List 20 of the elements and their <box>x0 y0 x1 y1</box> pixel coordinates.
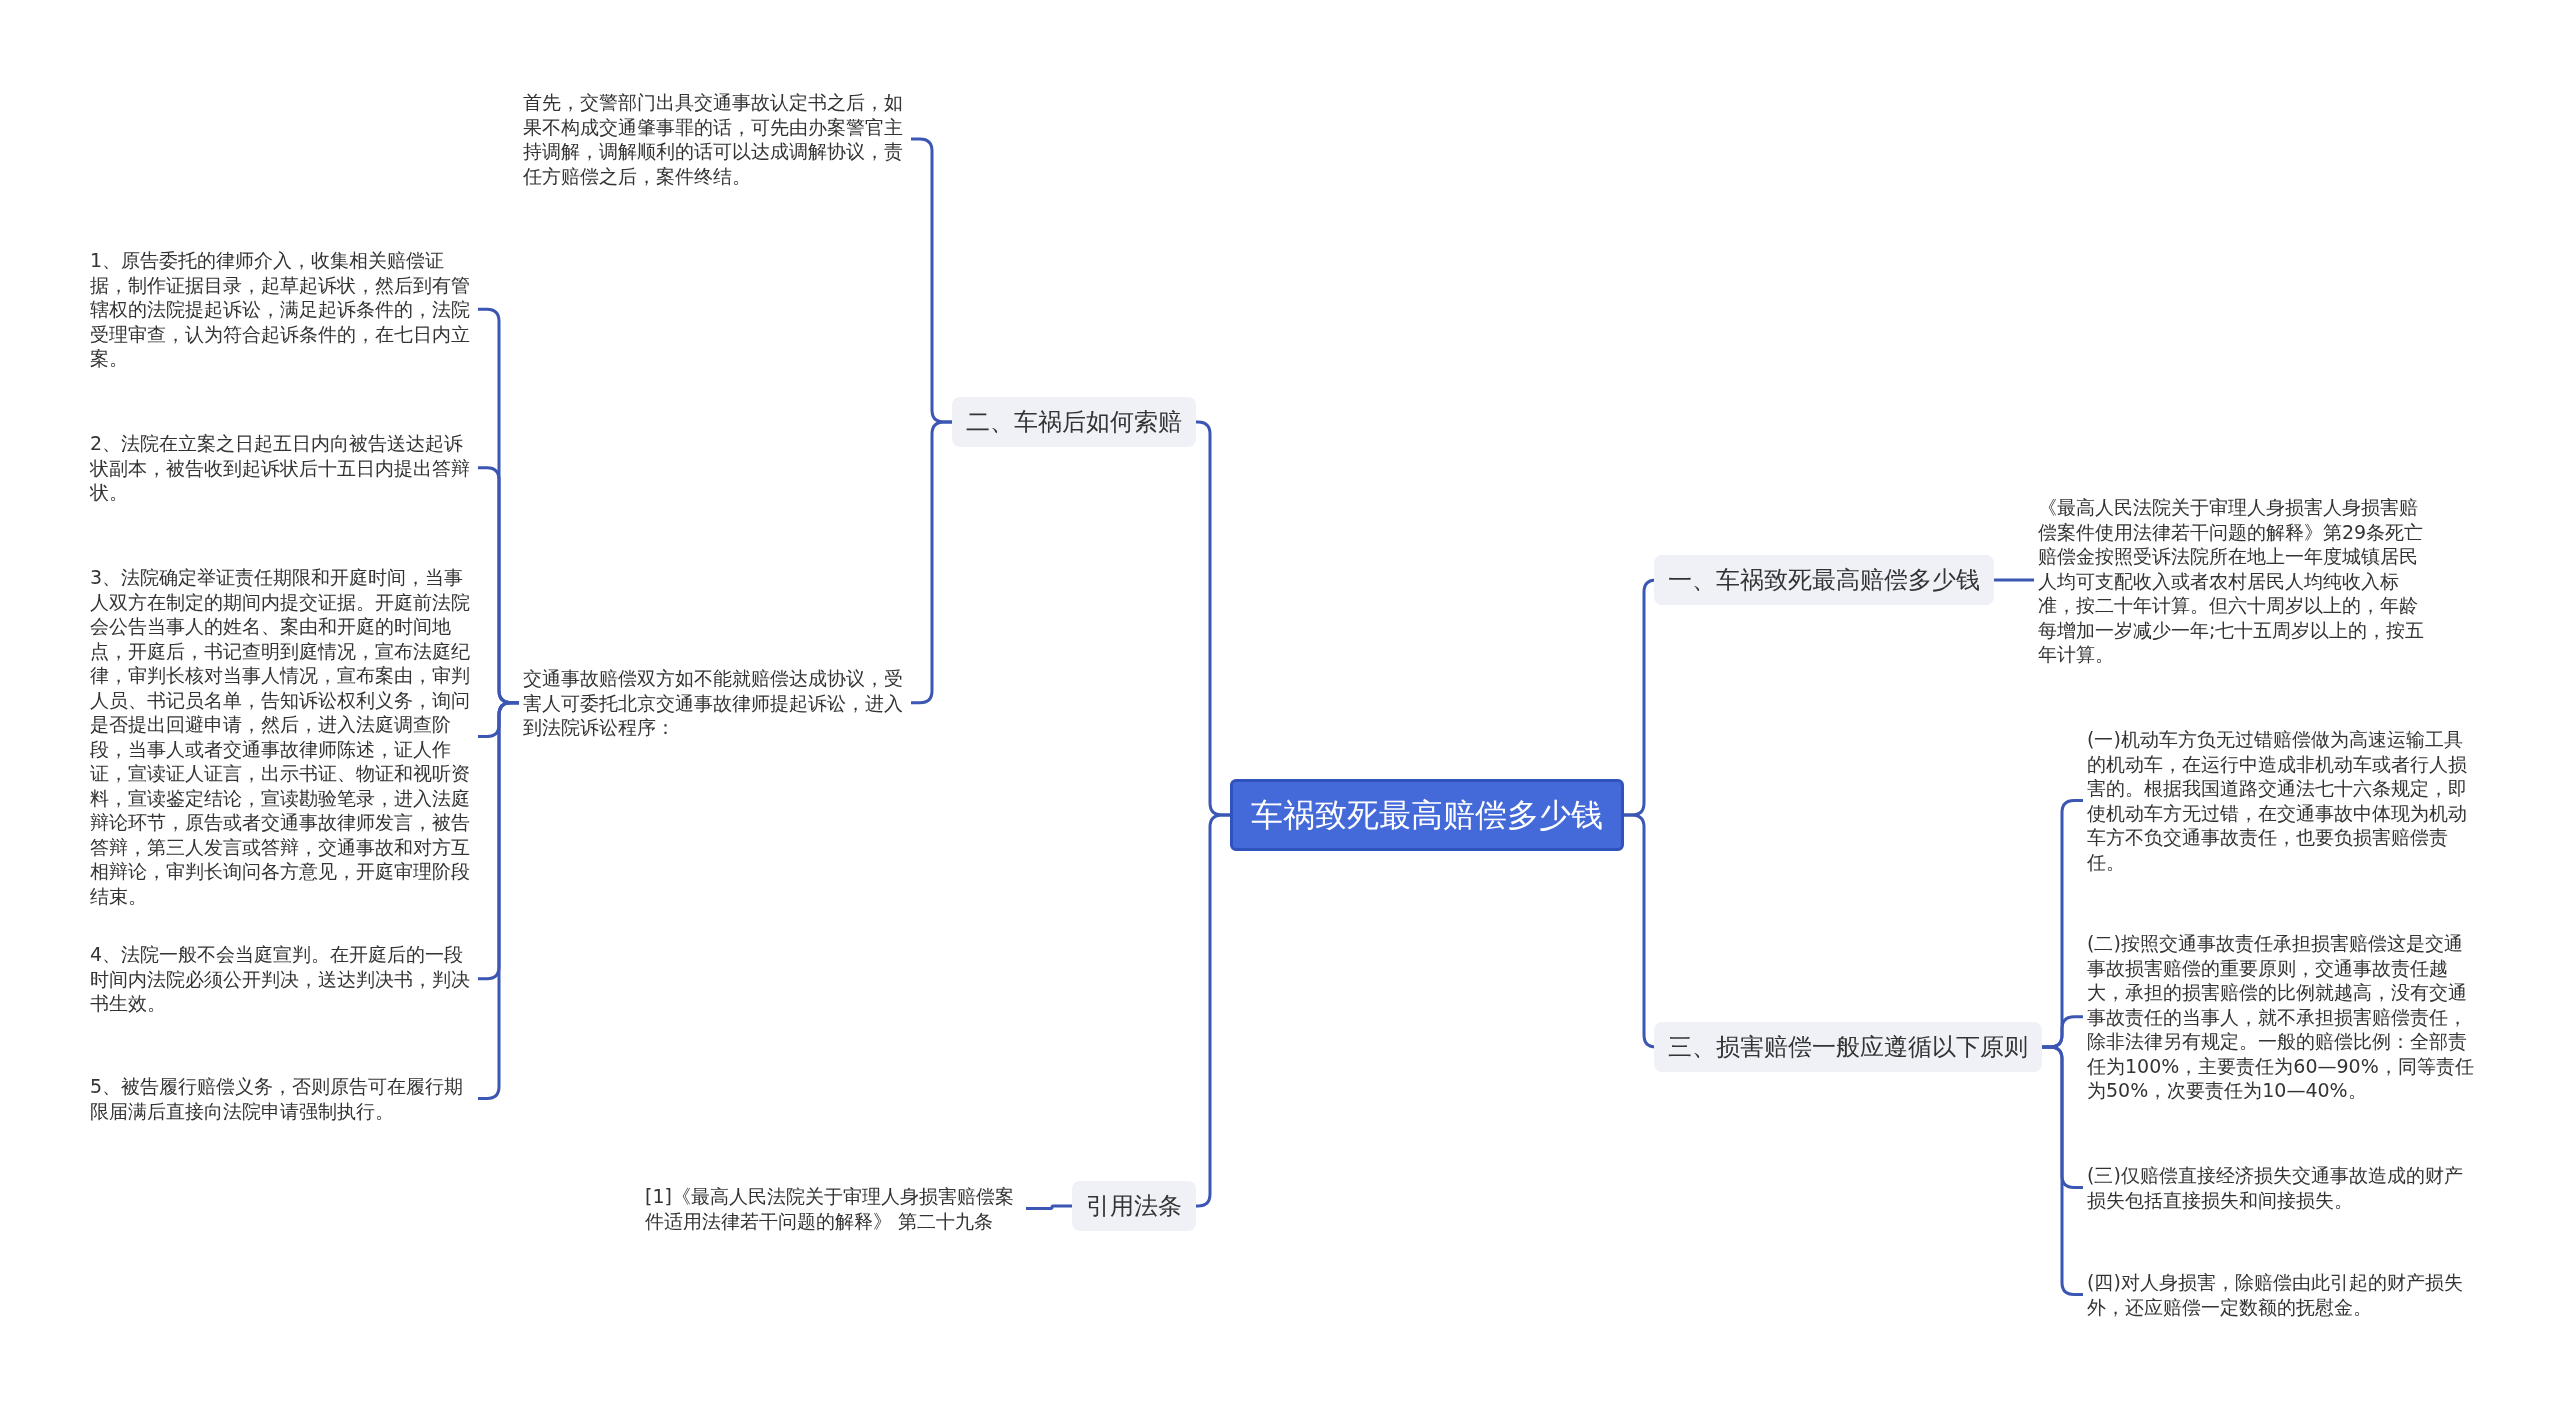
connector-line <box>1994 578 2034 582</box>
central-topic-box: 车祸致死最高赔偿多少钱 <box>1230 779 1624 851</box>
note-text: 2、法院在立案之日起五日内向被告送达起诉状副本，被告收到起诉状后十五日内提出答辩状。 <box>86 429 478 507</box>
note-text: 5、被告履行赔偿义务，否则原告可在履行期限届满后直接向法院申请强制执行。 <box>86 1072 478 1125</box>
note-text: 3、法院确定举证责任期限和开庭时间，当事人双方在制定的期间内提交证据。开庭前法院会公告当事人的姓名、案由和开庭的时间地点，开庭后，书记查明到庭情况，宣布法庭纪律，审判长核对当事人情况，宣布案由，审判人员、书记员名单，告知诉讼权利义务，询问是否提出回避申请，然后，进入法庭调查阶段，当事人或者交通事故律师陈述，证人作证，宣读证人证言，出示书证、物证和视听资料，宣读鉴定结论，宣读勘验笔录，进入法庭辩论环节，原告或者交通事故律师发言，被告答辩，第三人发言或答辩，交通事故和对方互相辩论，审判长询问各方意见，开庭审理阶段结束。 <box>86 563 478 910</box>
note-text: (一)机动车方负无过错赔偿做为高速运输工具的机动车，在运行中造成非机动车或者行人损害的。根据我国道路交通法七十六条规定，即使机动车方无过错，在交通事故中体现为机动车方不负交通事故责任，也要负损害赔偿责任。 <box>2083 725 2478 876</box>
note-text: 《最高人民法院关于审理人身损害人身损害赔偿案件使用法律若干问题的解释》第29条死亡赔偿金按照受诉法院所在地上一年度城镇居民人均可支配收入或者农村居民人均纯收入标准，按二十年计算。但六十周岁以上的，年龄每增加一岁减少一年;七十五周岁以上的，按五年计算。 <box>2034 493 2429 669</box>
note-text: 1、原告委托的律师介入，收集相关赔偿证据，制作证据目录，起草起诉状，然后到有管辖权的法院提起诉讼，满足起诉条件的，法院受理审查，认为符合起诉条件的，在七日内立案。 <box>86 246 478 373</box>
note-text: 首先，交警部门出具交通事故认定书之后，如果不构成交通肇事罪的话，可先由办案警官主持调解，调解顺利的话可以达成调解协议，责任方赔偿之后，案件终结。 <box>519 88 911 190</box>
topic-box: 三、损害赔偿一般应遵循以下原则 <box>1654 1022 2042 1072</box>
note-text: (二)按照交通事故责任承担损害赔偿这是交通事故损害赔偿的重要原则，交通事故责任越大，承担的损害赔偿的比例就越高，没有交通事故责任的当事人，就不承担损害赔偿责任，除非法律另有规定。一般的赔偿比例：全部责任为100%，主要责任为60—90%，同等责任为50%，次要责任为10—40%。 <box>2083 929 2478 1105</box>
note-text: 4、法院一般不会当庭宣判。在开庭后的一段时间内法院必须公开判决，送达判决书，判决书生效。 <box>86 940 478 1018</box>
note-text: (四)对人身损害，除赔偿由此引起的财产损失外，还应赔偿一定数额的抚慰金。 <box>2083 1268 2478 1321</box>
connector-line <box>1026 1204 1072 1210</box>
note-text: [1]《最高人民法院关于审理人身损害赔偿案件适用法律若干问题的解释》 第二十九条 <box>641 1182 1026 1235</box>
topic-box: 一、车祸致死最高赔偿多少钱 <box>1654 555 1994 605</box>
topic-box: 引用法条 <box>1072 1181 1196 1231</box>
note-text: 交通事故赔偿双方如不能就赔偿达成协议，受害人可委托北京交通事故律师提起诉讼，进入到法院诉讼程序： <box>519 664 911 742</box>
topic-box: 二、车祸后如何索赔 <box>952 397 1196 447</box>
note-text: (三)仅赔偿直接经济损失交通事故造成的财产损失包括直接损失和间接损失。 <box>2083 1161 2478 1214</box>
